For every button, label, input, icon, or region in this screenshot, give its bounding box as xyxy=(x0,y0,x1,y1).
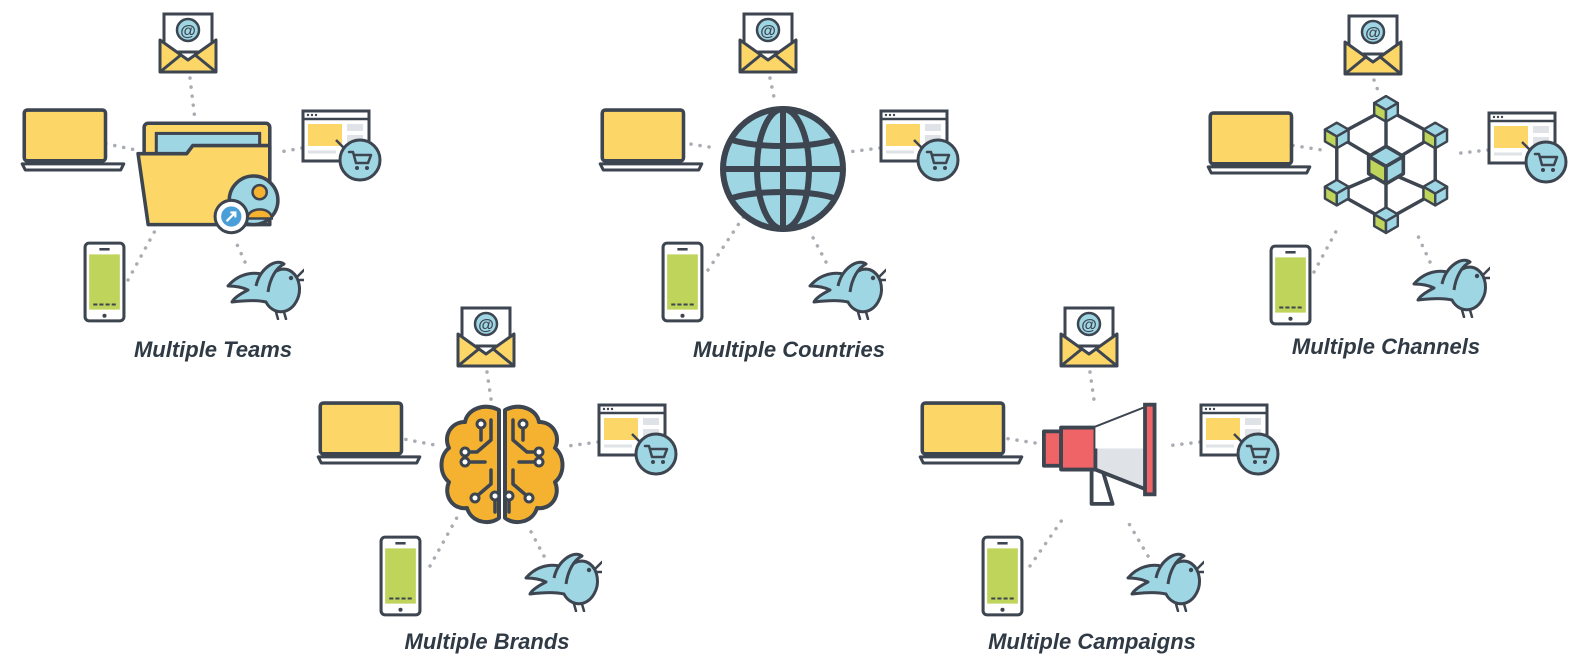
caption-channels: Multiple Channels xyxy=(1291,334,1481,359)
web-shop-icon xyxy=(1199,403,1280,476)
bird-social-icon xyxy=(226,260,304,320)
globe-icon xyxy=(723,109,843,229)
laptop-icon xyxy=(316,401,422,465)
smartphone-icon xyxy=(379,535,422,617)
email-icon xyxy=(456,306,516,368)
smartphone-icon xyxy=(1269,244,1312,326)
network-cubes-icon xyxy=(1325,96,1447,233)
caption-brands: Multiple Brands xyxy=(404,629,570,654)
cluster-channels xyxy=(1206,14,1568,326)
email-icon xyxy=(158,12,218,74)
folder-with-user-icon xyxy=(136,121,280,235)
web-shop-icon xyxy=(879,109,960,182)
caption-teams: Multiple Teams xyxy=(133,337,293,362)
email-icon xyxy=(738,12,798,74)
bird-social-icon xyxy=(1126,552,1204,612)
laptop-icon xyxy=(1206,111,1312,175)
email-icon xyxy=(1059,306,1119,368)
cluster-brands xyxy=(316,306,678,617)
cluster-countries xyxy=(598,12,960,323)
bird-social-icon xyxy=(524,552,602,612)
smartphone-icon xyxy=(83,241,126,323)
laptop-icon xyxy=(918,401,1024,465)
web-shop-icon xyxy=(301,109,382,182)
email-icon xyxy=(1343,14,1403,76)
megaphone-icon xyxy=(1042,402,1157,506)
caption-campaigns: Multiple Campaigns xyxy=(988,629,1196,654)
connector-lines xyxy=(1282,78,1490,274)
cluster-teams xyxy=(20,12,382,323)
brain-circuit-icon xyxy=(442,407,563,522)
web-shop-icon xyxy=(1487,111,1568,184)
cluster-campaigns xyxy=(918,306,1280,617)
laptop-icon xyxy=(598,108,704,172)
smartphone-icon xyxy=(661,241,704,323)
laptop-icon xyxy=(20,108,126,172)
caption-countries: Multiple Countries xyxy=(693,337,885,362)
smartphone-icon xyxy=(981,535,1024,617)
bird-social-icon xyxy=(808,260,886,320)
bird-social-icon xyxy=(1412,258,1490,318)
web-shop-icon xyxy=(597,403,678,476)
